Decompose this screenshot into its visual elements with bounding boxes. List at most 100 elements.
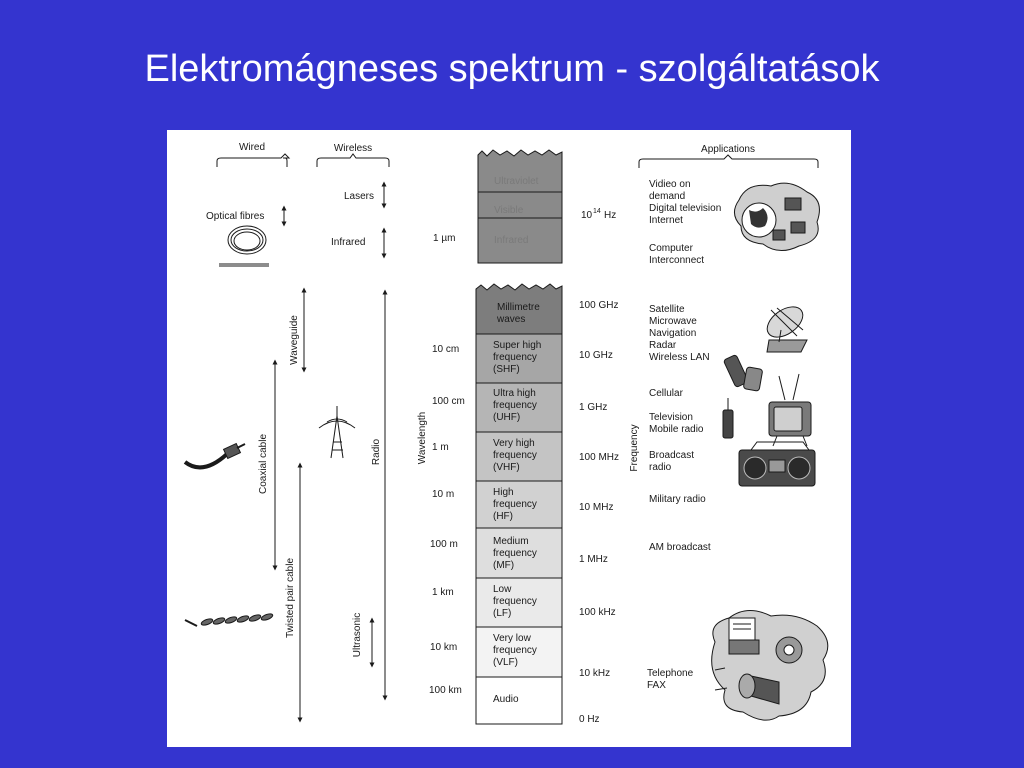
app-computer-1: Computer bbox=[649, 243, 694, 254]
lasers-label: Lasers bbox=[344, 191, 374, 202]
band-ultraviolet: Ultraviolet bbox=[494, 176, 539, 187]
frequency-axis-label: Frequency bbox=[629, 424, 640, 471]
band-vhf-2: frequency bbox=[493, 450, 537, 461]
wavelength-10cm: 10 cm bbox=[432, 344, 459, 355]
frequency-100khz: 100 kHz bbox=[579, 607, 616, 618]
applications-label: Applications bbox=[701, 144, 755, 155]
wireless-label: Wireless bbox=[334, 143, 372, 154]
frequency-hz-unit: Hz bbox=[604, 210, 616, 221]
band-mf-3: (MF) bbox=[493, 560, 514, 571]
app-television-1: Television bbox=[649, 412, 693, 423]
band-hf-2: frequency bbox=[493, 499, 537, 510]
telephone-fax-icon bbox=[711, 610, 829, 721]
app-satellite-4: Radar bbox=[649, 340, 677, 351]
coaxial-connector-icon bbox=[183, 442, 246, 470]
band-visible: Visible bbox=[494, 205, 524, 216]
app-satellite-3: Navigation bbox=[649, 328, 696, 339]
band-uhf-2: frequency bbox=[493, 400, 537, 411]
app-television-2: Mobile radio bbox=[649, 424, 704, 435]
app-broadcast-1: Broadcast bbox=[649, 450, 694, 461]
band-lf-2: frequency bbox=[493, 596, 537, 607]
app-satellite-2: Microwave bbox=[649, 316, 697, 327]
band-millimetre-2: waves bbox=[496, 314, 525, 325]
wavelength-100km: 100 km bbox=[429, 685, 462, 696]
band-shf-3: (SHF) bbox=[493, 364, 520, 375]
app-military-radio: Military radio bbox=[649, 494, 706, 505]
waveguide-label: Waveguide bbox=[289, 315, 300, 365]
wavelength-100cm: 100 cm bbox=[432, 396, 465, 407]
twisted-pair-icon bbox=[184, 613, 274, 627]
coaxial-cable-label: Coaxial cable bbox=[258, 434, 269, 494]
frequency-10ghz: 10 GHz bbox=[579, 350, 613, 361]
slide-title: Elektromágneses spektrum - szolgáltatáso… bbox=[144, 48, 880, 90]
app-video-4: Internet bbox=[649, 215, 683, 226]
radio-cassette-icon bbox=[738, 441, 816, 487]
frequency-100mhz: 100 MHz bbox=[579, 452, 619, 463]
band-infrared: Infrared bbox=[494, 235, 528, 246]
frequency-10-14-hz: 10 14 Hz bbox=[581, 208, 616, 221]
spectrum-figure: Wired Wireless Applications Optical fibr… bbox=[167, 130, 851, 747]
app-cellular: Cellular bbox=[649, 388, 684, 399]
app-satellite-1: Satellite bbox=[649, 304, 685, 315]
app-video-2: demand bbox=[649, 191, 685, 202]
fibre-coil-icon bbox=[219, 225, 269, 267]
band-mf-2: frequency bbox=[493, 548, 537, 559]
wavelength-1m: 1 m bbox=[432, 442, 449, 453]
spectrum-diagram: Wired Wireless Applications Optical fibr… bbox=[183, 142, 829, 725]
wireless-header: Wireless bbox=[316, 143, 390, 167]
frequency-1mhz: 1 MHz bbox=[579, 554, 608, 565]
band-uhf-1: Ultra high bbox=[493, 388, 536, 399]
band-vhf-1: Very high bbox=[493, 438, 535, 449]
frequency-10khz: 10 kHz bbox=[579, 668, 610, 679]
wavelength-10km: 10 km bbox=[430, 642, 457, 653]
band-shf-2: frequency bbox=[493, 352, 537, 363]
globe-computers-icon bbox=[734, 182, 820, 251]
wavelength-100m: 100 m bbox=[430, 539, 458, 550]
app-broadcast-2: radio bbox=[649, 462, 672, 473]
twisted-pair-cable-label: Twisted pair cable bbox=[285, 558, 296, 638]
band-vlf-1: Very low bbox=[493, 633, 532, 644]
band-millimetre-1: Millimetre bbox=[497, 302, 540, 313]
mobile-phones-icon bbox=[722, 354, 763, 439]
frequency-0hz: 0 Hz bbox=[579, 714, 600, 725]
ultrasonic-label: Ultrasonic bbox=[352, 613, 363, 657]
frequency-1ghz: 1 GHz bbox=[579, 402, 607, 413]
infrared-wireless-label: Infrared bbox=[331, 237, 365, 248]
wavelength-1um: 1 µm bbox=[433, 233, 455, 244]
app-video-3: Digital television bbox=[649, 203, 721, 214]
band-hf-3: (HF) bbox=[493, 511, 513, 522]
wavelength-10m: 10 m bbox=[432, 489, 454, 500]
satellite-dish-icon bbox=[766, 306, 808, 353]
band-lf-1: Low bbox=[493, 584, 512, 595]
applications-list: Vidieo on demand Digital television Inte… bbox=[647, 179, 721, 691]
wavelength-axis-label: Wavelength bbox=[417, 412, 428, 464]
optical-fibres-label: Optical fibres bbox=[206, 211, 264, 222]
app-fax: FAX bbox=[647, 680, 666, 691]
band-uhf-3: (UHF) bbox=[493, 412, 520, 423]
frequency-100ghz: 100 GHz bbox=[579, 300, 618, 311]
app-telephone: Telephone bbox=[647, 668, 694, 679]
frequency-14-exponent: 14 bbox=[593, 208, 601, 215]
band-audio: Audio bbox=[493, 694, 519, 705]
frequency-10mhz: 10 MHz bbox=[579, 502, 613, 513]
band-vhf-3: (VHF) bbox=[493, 462, 520, 473]
app-satellite-5: Wireless LAN bbox=[649, 352, 710, 363]
radio-label: Radio bbox=[371, 439, 382, 466]
upper-spectrum-block: Ultraviolet Visible Infrared bbox=[477, 149, 563, 264]
band-vlf-2: frequency bbox=[493, 645, 537, 656]
television-icon bbox=[768, 373, 812, 447]
band-hf-1: High bbox=[493, 487, 514, 498]
wired-label: Wired bbox=[239, 142, 265, 153]
band-mf-1: Medium bbox=[493, 536, 529, 547]
app-video-1: Vidieo on bbox=[649, 179, 691, 190]
wavelength-1km: 1 km bbox=[432, 587, 454, 598]
band-shf-1: Super high bbox=[493, 340, 541, 351]
wired-header: Wired bbox=[216, 142, 291, 167]
band-vlf-3: (VLF) bbox=[493, 657, 518, 668]
frequency-10-base: 10 bbox=[581, 210, 593, 221]
antenna-tower-icon bbox=[318, 406, 356, 459]
app-am-broadcast: AM broadcast bbox=[649, 542, 711, 553]
band-lf-3: (LF) bbox=[493, 608, 511, 619]
lower-spectrum-block: Millimetre waves Super high frequency (S… bbox=[475, 283, 563, 725]
app-computer-2: Interconnect bbox=[649, 255, 704, 266]
